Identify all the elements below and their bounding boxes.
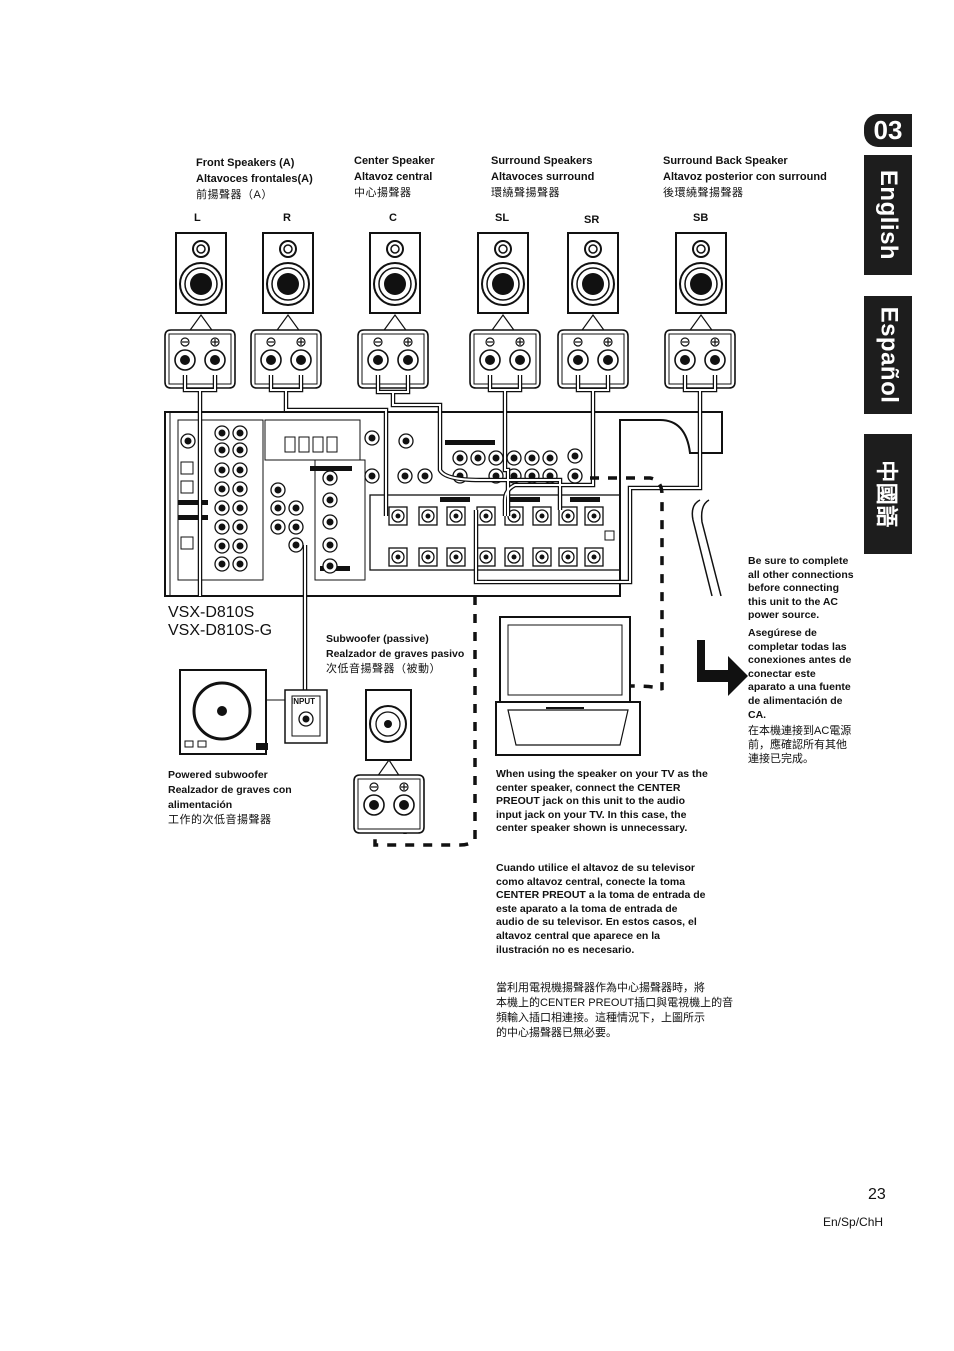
channel-label-l: L bbox=[194, 212, 201, 224]
surround-back-speaker-header: Surround Back Speaker Altavoz posterior … bbox=[663, 155, 827, 199]
surround-speakers-header: Surround Speakers Altavoces surround 環繞聲… bbox=[491, 155, 595, 199]
front-left-terminal-icon bbox=[164, 329, 236, 389]
language-code: En/Sp/ChH bbox=[823, 1215, 884, 1229]
surround-back-speaker-icon bbox=[675, 232, 727, 314]
page-number: 23 bbox=[868, 1186, 886, 1203]
channel-label-r: R bbox=[283, 212, 291, 224]
center-terminal-icon bbox=[357, 329, 429, 389]
powered-subwoofer-label: Powered subwoofer Realzador de graves co… bbox=[168, 769, 292, 826]
power-note-zh: 在本機連接到AC電源 前，應確認所有其他 連接已完成。 bbox=[748, 725, 852, 765]
surround-left-speaker-icon bbox=[477, 232, 529, 314]
channel-label-c: C bbox=[389, 212, 397, 224]
surround-right-terminal-icon bbox=[557, 329, 629, 389]
surround-back-terminal-icon bbox=[664, 329, 736, 389]
powered-subwoofer-icon bbox=[179, 669, 328, 755]
surround-right-speaker-icon bbox=[567, 232, 619, 314]
tv-icon bbox=[495, 616, 641, 756]
front-right-speaker-icon bbox=[262, 232, 314, 314]
front-speakers-header: Front Speakers (A) Altavoces frontales(A… bbox=[196, 157, 313, 201]
power-note-en: Be sure to complete all other connection… bbox=[748, 555, 854, 622]
front-right-terminal-icon bbox=[250, 329, 322, 389]
channel-label-sl: SL bbox=[495, 212, 510, 224]
tv-note-en: When using the speaker on your TV as the… bbox=[496, 768, 708, 835]
language-tab-chinese[interactable]: 中國語 bbox=[864, 434, 912, 554]
surround-left-terminal-icon bbox=[469, 329, 541, 389]
center-speaker-header: Center Speaker Altavoz central 中心揚聲器 bbox=[354, 155, 435, 199]
passive-subwoofer-icon bbox=[353, 689, 425, 834]
subwoofer-input-label: INPUT bbox=[291, 697, 315, 706]
front-left-speaker-icon bbox=[175, 232, 227, 314]
channel-label-sr: SR bbox=[584, 214, 600, 226]
subwoofer-passive-label: Subwoofer (passive) Realzador de graves … bbox=[326, 633, 465, 675]
model-name: VSX-D810S VSX-D810S-G bbox=[168, 604, 273, 639]
arrow-icon bbox=[697, 640, 748, 696]
power-note-es: Asegúrese de completar todas las conexio… bbox=[748, 627, 852, 721]
tv-note-zh: 當利用電視機揚聲器作為中心揚聲器時，將 本機上的CENTER PREOUT插口與… bbox=[496, 982, 734, 1039]
section-tab: 03 bbox=[864, 114, 912, 147]
language-tab-english[interactable]: English bbox=[864, 155, 912, 275]
channel-label-sb: SB bbox=[693, 212, 709, 224]
tv-note-es: Cuando utilice el altavoz de su televiso… bbox=[496, 862, 706, 956]
language-tab-spanish[interactable]: Español bbox=[864, 296, 912, 414]
center-speaker-icon bbox=[369, 232, 421, 314]
receiver-back-panel bbox=[164, 411, 723, 597]
